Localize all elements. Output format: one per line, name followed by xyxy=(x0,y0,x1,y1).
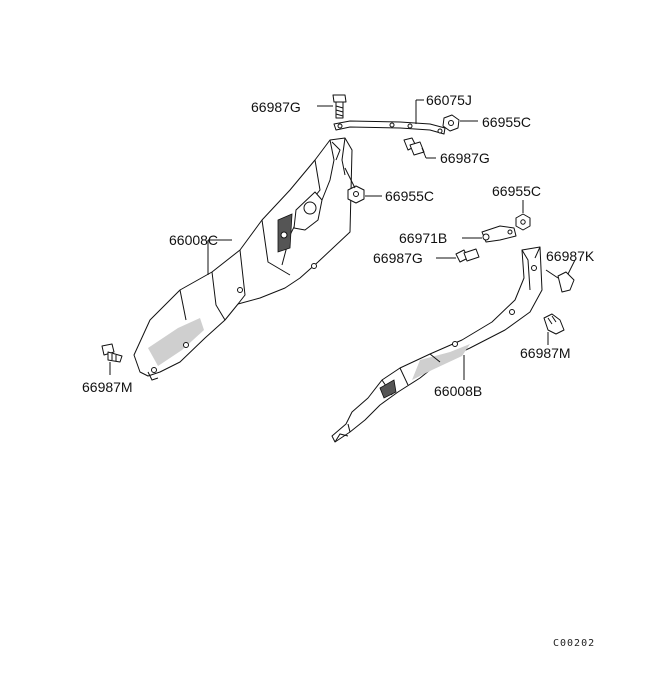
part-labels: 66987G 66075J 66955C 66987G 66955C 66008… xyxy=(82,92,595,399)
label-66955c-mid: 66955C xyxy=(385,188,434,204)
bolt-66987g-top xyxy=(332,94,347,119)
bolt-66987k xyxy=(545,269,575,293)
label-66987g-top: 66987G xyxy=(251,99,301,115)
nut-66955c-mid xyxy=(347,185,365,204)
label-66987m-right: 66987M xyxy=(520,345,571,361)
bracket-66075j xyxy=(333,120,446,135)
leader-lines xyxy=(109,99,576,380)
bracket-66971b xyxy=(481,225,517,243)
label-66955c-right: 66955C xyxy=(492,183,541,199)
label-66987k: 66987K xyxy=(546,248,595,264)
figure-code: C00202 xyxy=(553,638,595,649)
label-66955c-top: 66955C xyxy=(482,114,531,130)
bolt-66987g-mid xyxy=(403,137,425,156)
label-66008c: 66008C xyxy=(169,232,218,248)
nut-66955c-top xyxy=(442,114,460,132)
label-66008b: 66008B xyxy=(434,383,482,399)
bolt-66987m-left xyxy=(101,343,123,363)
label-66987g-right: 66987G xyxy=(373,250,423,266)
nut-66955c-right xyxy=(515,213,531,231)
cover-66008c xyxy=(133,137,353,381)
label-66987m-left: 66987M xyxy=(82,379,133,395)
bolt-66987m-right xyxy=(543,313,565,335)
label-66987g-mid: 66987G xyxy=(440,150,490,166)
label-66075j: 66075J xyxy=(426,92,472,108)
cover-66008b xyxy=(331,246,543,443)
label-66971b: 66971B xyxy=(399,230,447,246)
bolt-66987g-right xyxy=(455,248,480,263)
